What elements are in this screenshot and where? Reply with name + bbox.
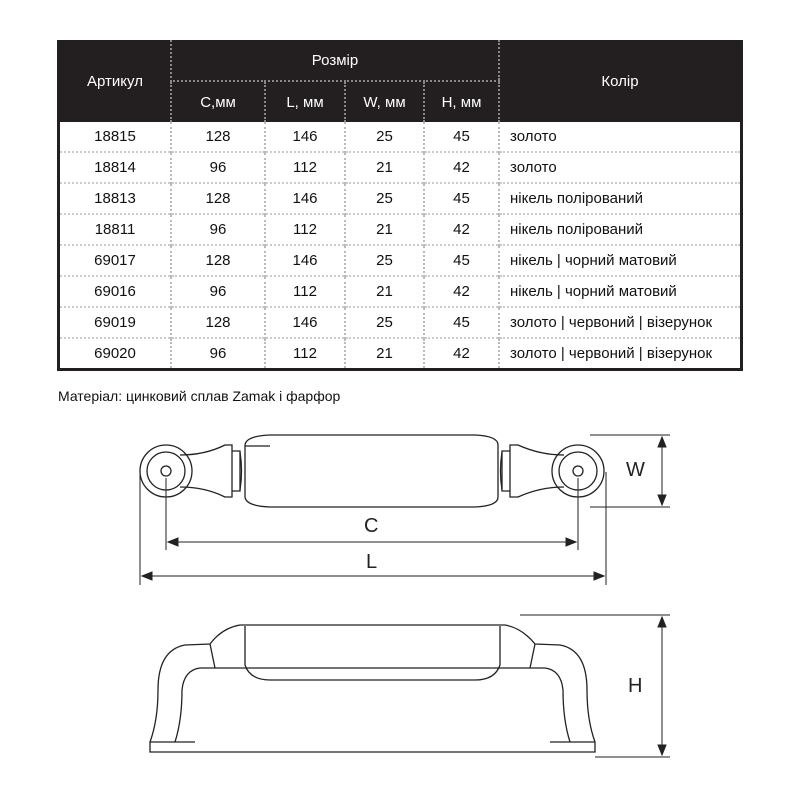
header-c: С,мм — [170, 81, 265, 122]
header-w: W, мм — [344, 81, 424, 122]
label-l: L — [366, 551, 377, 573]
label-w: W — [626, 459, 645, 481]
cell-color: золото — [498, 151, 740, 183]
cell-c: 128 — [170, 244, 265, 276]
cell-color: нікель | чорний матовий — [498, 244, 740, 276]
cell-color: нікель | чорний матовий — [498, 275, 740, 307]
cell-color: золото | червоний | візерунок — [498, 337, 740, 368]
cell-h: 45 — [423, 244, 499, 276]
cell-w: 21 — [344, 337, 424, 368]
top-view — [139, 434, 605, 508]
cell-color: нікель полірований — [498, 213, 740, 245]
cell-color: золото — [498, 122, 740, 152]
cell-l: 112 — [264, 213, 345, 245]
cell-c: 96 — [170, 151, 265, 183]
cell-color: нікель полірований — [498, 182, 740, 214]
cell-l: 146 — [264, 244, 345, 276]
cell-l: 112 — [264, 151, 345, 183]
side-view — [149, 624, 596, 753]
cell-c: 96 — [170, 213, 265, 245]
cell-article: 69020 — [60, 337, 171, 368]
cell-h: 42 — [423, 275, 499, 307]
cell-l: 112 — [264, 337, 345, 368]
label-h: H — [628, 675, 642, 697]
cell-w: 25 — [344, 122, 424, 152]
cell-h: 45 — [423, 306, 499, 338]
cell-color: золото | червоний | візерунок — [498, 306, 740, 338]
cell-w: 25 — [344, 244, 424, 276]
cell-h: 42 — [423, 213, 499, 245]
cell-l: 146 — [264, 306, 345, 338]
header-size: Розмір — [170, 40, 499, 82]
cell-h: 45 — [423, 122, 499, 152]
spec-table: Артикул Розмір Колір С,мм L, мм W, мм H,… — [57, 40, 743, 371]
cell-h: 42 — [423, 337, 499, 368]
cell-w: 21 — [344, 213, 424, 245]
cell-article: 69017 — [60, 244, 171, 276]
cell-article: 18813 — [60, 182, 171, 214]
cell-article: 18814 — [60, 151, 171, 183]
cell-article: 18811 — [60, 213, 171, 245]
cell-l: 146 — [264, 122, 345, 152]
cell-w: 25 — [344, 182, 424, 214]
cell-article: 69016 — [60, 275, 171, 307]
dimension-lines — [139, 434, 670, 758]
cell-h: 42 — [423, 151, 499, 183]
cell-c: 96 — [170, 275, 265, 307]
cell-w: 25 — [344, 306, 424, 338]
header-article: Артикул — [60, 40, 171, 122]
cell-c: 128 — [170, 122, 265, 152]
cell-l: 146 — [264, 182, 345, 214]
cell-article: 69019 — [60, 306, 171, 338]
cell-c: 128 — [170, 306, 265, 338]
cell-c: 128 — [170, 182, 265, 214]
header-h: H, мм — [423, 81, 499, 122]
cell-h: 45 — [423, 182, 499, 214]
header-l: L, мм — [264, 81, 345, 122]
cell-c: 96 — [170, 337, 265, 368]
label-c: C — [364, 515, 378, 537]
header-color: Колір — [498, 40, 740, 122]
cell-l: 112 — [264, 275, 345, 307]
cell-w: 21 — [344, 151, 424, 183]
material-note: Матеріал: цинковий сплав Zamak і фарфор — [58, 388, 341, 404]
cell-article: 18815 — [60, 122, 171, 152]
cell-w: 21 — [344, 275, 424, 307]
